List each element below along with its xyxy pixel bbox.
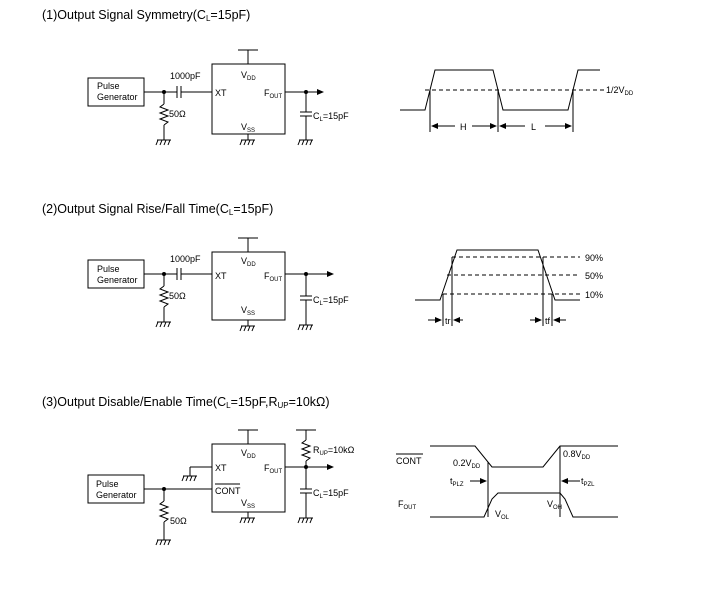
p90-label: 90% <box>585 253 603 263</box>
resistor-label: 50Ω <box>170 516 187 526</box>
title-mid: =15pF,R <box>230 395 278 409</box>
vdd-label: VDD <box>241 70 256 82</box>
title-end: =15pF) <box>233 202 274 216</box>
xt-label: XT <box>215 271 227 281</box>
p50-label: 50% <box>585 271 603 281</box>
resistor-symbol <box>158 500 170 523</box>
pulse-label-1: Pulse <box>97 81 120 91</box>
h-label: H <box>460 122 467 132</box>
resistor-symbol <box>158 285 170 308</box>
cont-wave-label: CONT <box>396 456 422 466</box>
vss-label: VSS <box>241 122 255 134</box>
title-text: (3)Output Disable/Enable Time(C <box>42 395 227 409</box>
cl-label: CL=15pF <box>313 488 349 500</box>
pulse-label-2: Generator <box>97 275 138 285</box>
circuit-2: Pulse Generator 1000pF 50Ω XT VDD VSS FO… <box>87 237 349 332</box>
vol-label: VOL <box>495 509 510 521</box>
pulse-label-1: Pulse <box>97 264 120 274</box>
title-sub: L <box>228 208 234 217</box>
ground-icon <box>239 325 255 332</box>
fout-label: FOUT <box>264 88 283 100</box>
ground-icon <box>297 324 313 331</box>
section-3-title: (3)Output Disable/Enable Time(CL=15pF,RU… <box>42 395 330 410</box>
v02-label: 0.2VDD <box>453 458 481 470</box>
vdd-label: VDD <box>241 448 256 460</box>
tf-label: tf <box>545 316 551 326</box>
pullup-resistor <box>300 439 312 462</box>
ground-icon <box>239 139 255 146</box>
l-label: L <box>531 122 536 132</box>
tr-label: tr <box>445 316 451 326</box>
cl-label: CL=15pF <box>313 111 349 123</box>
resistor-label: 50Ω <box>169 109 186 119</box>
xt-label: XT <box>215 463 227 473</box>
ground-icon <box>181 475 197 482</box>
title-sub: L <box>226 401 231 410</box>
title-sub2: UP <box>277 401 289 410</box>
half-vdd-label: 1/2VDD <box>606 85 634 97</box>
title-text: (1)Output Signal Symmetry(C <box>42 8 206 22</box>
ground-icon <box>155 539 171 546</box>
tplz-label: tPLZ <box>450 476 464 488</box>
section-2-title: (2)Output Signal Rise/Fall Time(CL=15pF) <box>42 202 273 217</box>
ground-icon <box>239 517 255 524</box>
title-text: (2)Output Signal Rise/Fall Time(C <box>42 202 229 216</box>
pulse-label-2: Generator <box>97 92 138 102</box>
title-end: =10kΩ) <box>288 395 330 409</box>
ground-icon <box>155 321 171 328</box>
circuit-1: Pulse Generator 1000pF 50Ω XT VDD VSS FO… <box>87 49 349 146</box>
cont-label: CONT <box>215 486 241 496</box>
cap-label: 1000pF <box>170 254 201 264</box>
title-sub: L <box>205 14 211 23</box>
ground-icon <box>155 139 171 146</box>
tpzl-label: tPZL <box>581 476 595 488</box>
resistor-symbol <box>158 103 170 126</box>
vdd-label: VDD <box>241 256 256 268</box>
fout-wave-label: FOUT <box>398 499 417 511</box>
pulse-label-2: Generator <box>96 490 137 500</box>
title-end: =15pF) <box>210 8 251 22</box>
voh-label: VOH <box>547 499 562 511</box>
p10-label: 10% <box>585 290 603 300</box>
rise-fall-waveform <box>415 249 580 301</box>
rup-label: RUP=10kΩ <box>313 445 355 457</box>
fout-waveform <box>430 492 618 518</box>
section-1-title: (1)Output Signal Symmetry(CL=15pF) <box>42 8 250 23</box>
pulse-label-1: Pulse <box>96 479 119 489</box>
cl-label: CL=15pF <box>313 295 349 307</box>
ground-icon <box>297 139 313 146</box>
xt-label: XT <box>215 88 227 98</box>
fout-label: FOUT <box>264 271 283 283</box>
vss-label: VSS <box>241 305 255 317</box>
resistor-label: 50Ω <box>169 291 186 301</box>
ground-icon <box>297 517 313 524</box>
cap-label: 1000pF <box>170 71 201 81</box>
fout-label: FOUT <box>264 463 283 475</box>
circuit-3: Pulse Generator 50Ω XT CONT VDD VSS FOUT… <box>87 429 355 546</box>
waveform-1: 1/2VDD H L <box>400 69 634 132</box>
cont-waveform <box>430 445 618 468</box>
waveform-3: CONT FOUT 0.2VDD 0.8VDD tPLZ tPZL VOL VO… <box>396 445 618 521</box>
vss-label: VSS <box>241 498 255 510</box>
waveform-2: 90% 50% 10% tr tf <box>415 249 603 326</box>
v08-label: 0.8VDD <box>563 449 591 461</box>
